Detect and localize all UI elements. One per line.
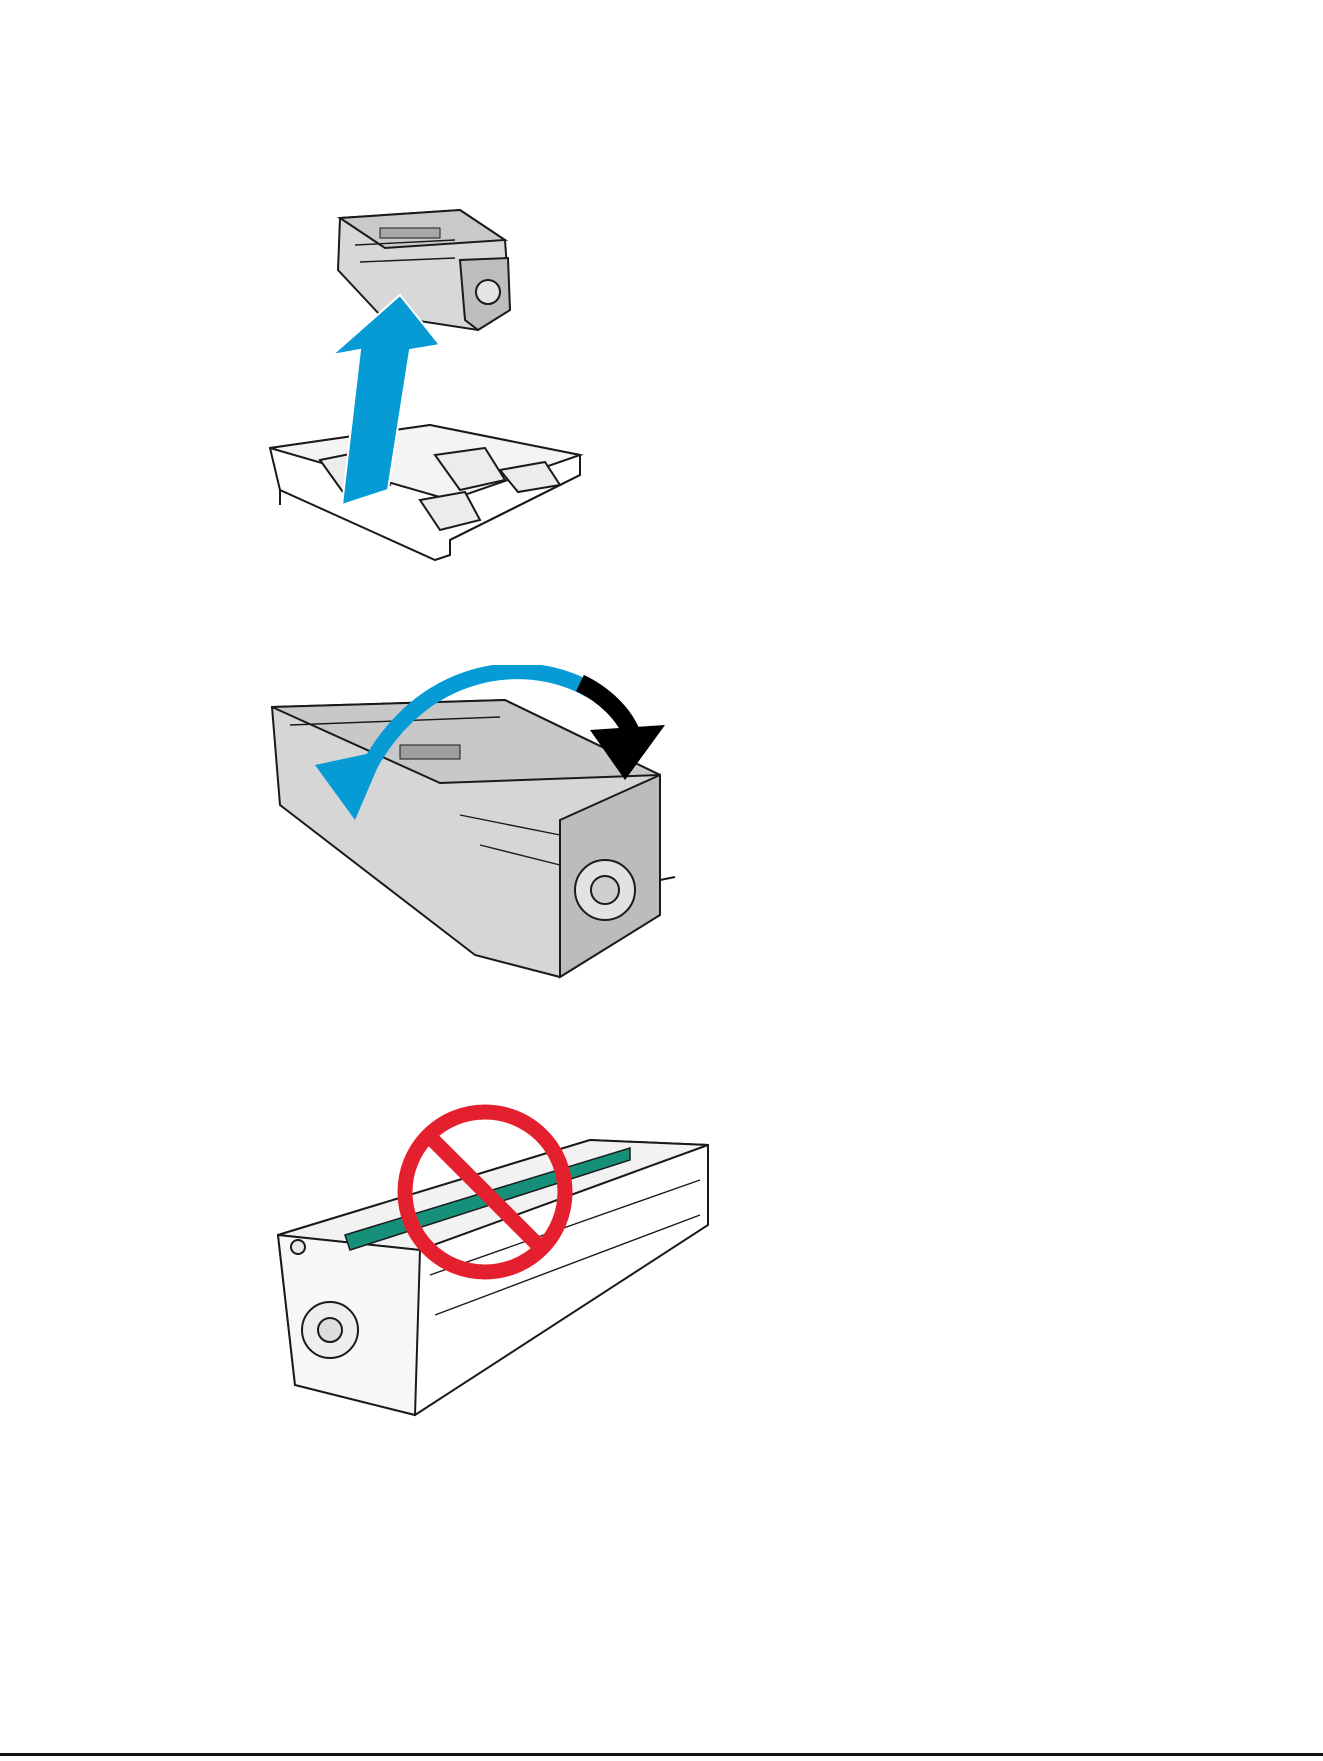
rotate-cartridge-illustration xyxy=(260,665,730,985)
do-not-touch-drum-illustration xyxy=(260,1085,720,1425)
footer-rule xyxy=(0,1753,1323,1756)
remove-cartridge-illustration xyxy=(260,200,620,610)
toner-cartridge xyxy=(338,210,510,330)
packaging-tray xyxy=(270,425,580,560)
